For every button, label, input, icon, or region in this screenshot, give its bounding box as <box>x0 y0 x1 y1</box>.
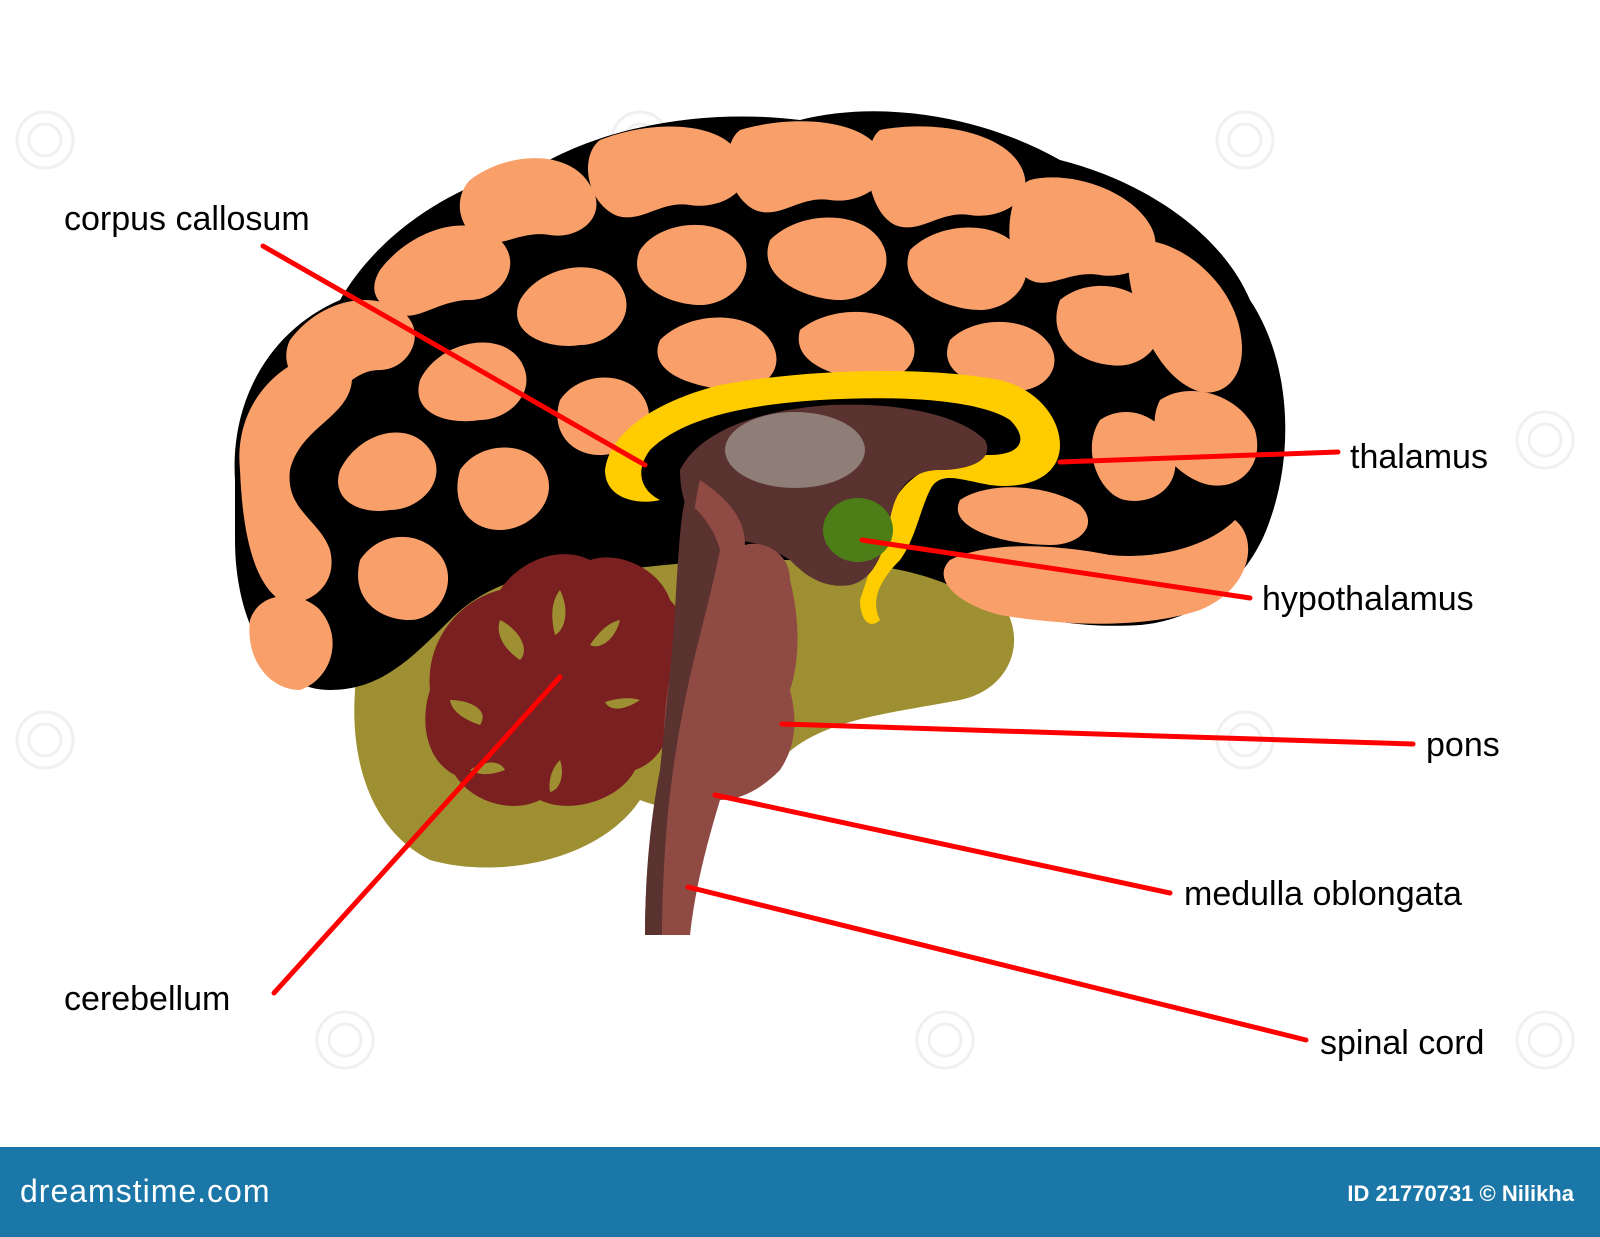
brain-diagram <box>15 110 1575 1070</box>
label-hypothalamus: hypothalamus <box>1262 580 1474 618</box>
label-corpus-callosum: corpus callosum <box>64 200 310 238</box>
leader-line-thalamus <box>1057 449 1341 465</box>
label-medulla-oblongata: medulla oblongata <box>1184 875 1462 913</box>
label-thalamus: thalamus <box>1350 438 1488 476</box>
label-spinal-cord: spinal cord <box>1320 1024 1485 1062</box>
thalamus-oval <box>725 412 865 488</box>
label-pons: pons <box>1426 726 1500 764</box>
footer-logo: dreamstime.com <box>20 1173 271 1209</box>
leader-line-cerebellum <box>271 674 563 996</box>
leader-line-medulla-oblongata <box>712 792 1173 896</box>
leader-line-spinal-cord <box>685 884 1309 1043</box>
hypothalamus-oval <box>823 498 893 562</box>
label-cerebellum: cerebellum <box>64 980 231 1018</box>
cerebellum-folds <box>450 590 640 792</box>
leader-line-hypothalamus <box>859 537 1253 601</box>
footer-credit: ID 21770731 © Nilikha <box>1347 1181 1574 1206</box>
brainstem-dark-stripe <box>645 500 720 935</box>
brainstem <box>645 480 798 935</box>
leader-lines <box>260 243 1416 1043</box>
footer-bar: dreamstime.com ID 21770731 © Nilikha <box>0 1147 1600 1237</box>
leader-line-corpus-callosum <box>260 243 648 468</box>
leader-line-pons <box>779 721 1416 747</box>
cerebrum-gyri <box>239 121 1258 690</box>
corpus-callosum <box>605 370 1060 624</box>
